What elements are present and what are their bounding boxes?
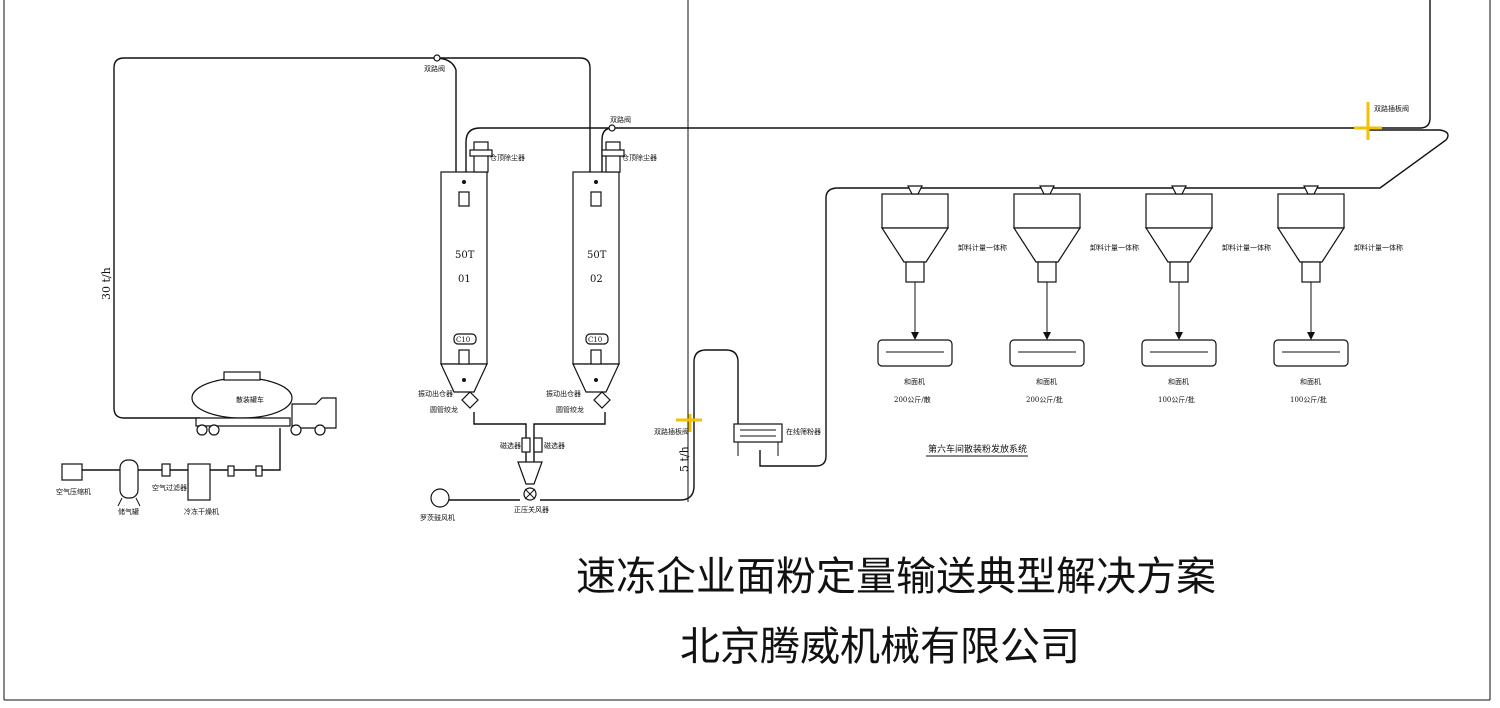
system-label: 第六车间散装粉发放系统: [928, 443, 1027, 455]
svg-text:双路插板阀: 双路插板阀: [654, 427, 689, 436]
two-way-valve-top-left: 双路阀: [424, 54, 445, 73]
station-1-mixer-label: 和面机: [904, 377, 925, 386]
silo-01-capacity: 50T: [455, 250, 475, 261]
silo-01-id: 01: [458, 274, 471, 285]
silo-02: 50T 02 C10 仓顶除尘器 振动出仓器 圆管绞龙: [546, 141, 657, 414]
svg-text:冷冻干燥机: 冷冻干燥机: [184, 507, 219, 516]
svg-text:在线筛粉器: 在线筛粉器: [786, 427, 821, 436]
diverter-valve-right: 双路插板阀: [1354, 102, 1409, 140]
svg-text:磁选器: 磁选器: [500, 441, 521, 450]
company-name: 北京腾威机械有限公司: [680, 624, 1080, 670]
bulk-tanker-truck: 散装罐车: [191, 371, 337, 436]
silo-02-outlet-pipe: [533, 412, 606, 462]
truck-feed-branch-pipe: [440, 57, 591, 172]
roots-blower: 罗茨鼓风机: [420, 488, 455, 522]
silo-01: 50T 01 C10 仓顶除尘器 振动出仓器 圆管绞龙: [418, 141, 525, 414]
magnetic-separators: 磁选器 磁选器: [500, 437, 565, 453]
rotary-airlock-valve: 正压关风器: [514, 461, 549, 514]
station-4-scale-label: 卸料计量一体称: [1354, 243, 1403, 252]
station-4-capacity: 100公斤/批: [1290, 395, 1327, 404]
header-feed-pipe: [759, 129, 1449, 467]
station-1-scale-label: 卸料计量一体称: [958, 243, 1007, 252]
svg-text:磁选器: 磁选器: [544, 441, 565, 450]
transport-pipe: [448, 349, 739, 501]
svg-text:空气过滤器: 空气过滤器: [152, 483, 187, 492]
silo-01-vibrator-label: 振动出仓器: [418, 389, 453, 398]
svg-text:正压关风器: 正压关风器: [514, 505, 549, 514]
station-4: 卸料计量一体称 和面机 100公斤/批: [1273, 185, 1403, 404]
station-3-mixer-label: 和面机: [1168, 377, 1189, 386]
station-3-scale-label: 卸料计量一体称: [1222, 243, 1271, 252]
silo-02-dust-label: 仓顶除尘器: [622, 153, 657, 162]
silo-02-vibrator-label: 振动出仓器: [546, 389, 581, 398]
diagram-frame: [3, 0, 1491, 701]
svg-text:双路阀: 双路阀: [610, 115, 631, 124]
svg-text:双路阀: 双路阀: [424, 64, 445, 73]
station-3-capacity: 100公斤/批: [1158, 395, 1195, 404]
silo-01-mixer-label: 圆管绞龙: [430, 405, 458, 414]
station-2-scale-label: 卸料计量一体称: [1090, 243, 1139, 252]
svg-text:散装罐车: 散装罐车: [236, 395, 264, 404]
truck-feed-pipe: [113, 57, 457, 419]
inline-sifter: 在线筛粉器: [733, 423, 821, 456]
svg-text:罗茨鼓风机: 罗茨鼓风机: [420, 513, 455, 522]
silo-02-gauge: C10: [588, 336, 602, 344]
diverter-valve-mid: 双路插板阀: [654, 414, 702, 436]
station-1-capacity: 200公斤/散: [894, 395, 931, 404]
silo-01-gauge: C10: [456, 336, 470, 344]
silo-02-capacity: 50T: [587, 250, 607, 261]
station-2-mixer-label: 和面机: [1036, 377, 1057, 386]
station-3: 卸料计量一体称 和面机 100公斤/批: [1141, 185, 1271, 404]
station-1: 卸料计量一体称 和面机 200公斤/散: [877, 185, 1007, 404]
svg-text:双路插板阀: 双路插板阀: [1374, 104, 1409, 113]
station-4-mixer-label: 和面机: [1300, 377, 1321, 386]
two-way-valve-top-mid: 双路阀: [608, 115, 631, 132]
truck-line-rate: 30 t/h: [100, 267, 113, 300]
silo-01-outlet-pipe: [473, 412, 527, 462]
silo-01-dust-label: 仓顶除尘器: [490, 153, 525, 162]
station-2-capacity: 200公斤/批: [1026, 395, 1063, 404]
air-supply-pipe: [82, 428, 281, 471]
diagram-title: 速冻企业面粉定量输送典型解决方案: [576, 554, 1216, 600]
upper-return-pipe: [465, 0, 1431, 172]
air-filter: 空气过滤器: [152, 463, 187, 492]
svg-text:储气罐: 储气罐: [118, 507, 139, 516]
pipes: [82, 0, 1449, 501]
air-tank: 储气罐: [117, 459, 141, 516]
refrigerated-dryer: 冷冻干燥机: [184, 463, 263, 516]
station-2: 卸料计量一体称 和面机 200公斤/批: [1009, 185, 1139, 404]
silo-02-mixer-label: 圆管绞龙: [556, 405, 584, 414]
svg-text:空气压缩机: 空气压缩机: [56, 487, 91, 496]
silo-02-id: 02: [590, 274, 603, 285]
air-compressor: 空气压缩机: [56, 463, 91, 496]
feed-line-rate: 5 t/h: [678, 446, 691, 472]
